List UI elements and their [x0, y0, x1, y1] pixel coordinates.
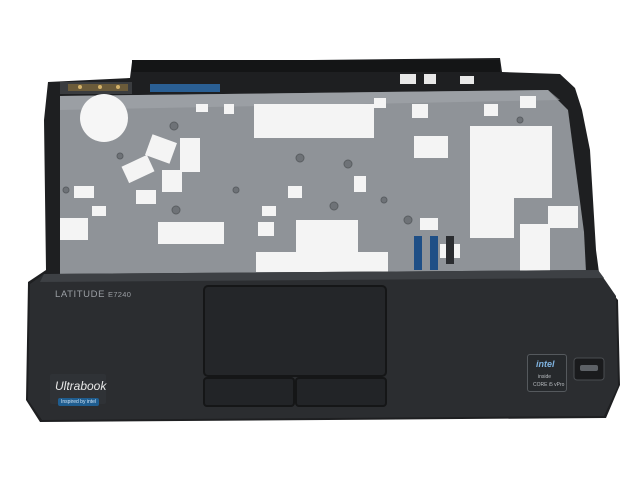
- model-label: E7240: [108, 290, 132, 299]
- top-clip-3: [460, 76, 474, 84]
- ribbon-cable-2: [430, 236, 438, 270]
- ultrabook-label: Ultrabook: [55, 379, 107, 393]
- ribbon-cable-3: [446, 236, 454, 264]
- ultrabook-badge-bg: [50, 374, 106, 404]
- inspired-by-intel-label: Inspired by intel: [58, 398, 100, 406]
- palmrest-edge-highlight: [40, 270, 604, 282]
- touchpad-right-button: [295, 377, 387, 407]
- fingerprint-slot: [580, 365, 598, 371]
- top-clip-2: [424, 74, 436, 84]
- switch-board: [68, 84, 128, 91]
- top-clip-1: [400, 74, 416, 84]
- intel-core-label: CORE i5 vPro: [533, 382, 565, 388]
- foam-pads: [60, 96, 578, 272]
- round-pad: [80, 94, 128, 142]
- switch-contact-1: [78, 85, 82, 89]
- ribbon-cable-top: [150, 84, 220, 92]
- intel-brand-label: intel: [536, 359, 555, 369]
- switch-contact-2: [98, 85, 102, 89]
- ribbon-cable-1: [414, 236, 422, 270]
- intel-inside-label: inside: [538, 374, 552, 380]
- brand-label: LATITUDE: [55, 289, 106, 300]
- touchpad-left-button: [203, 377, 295, 407]
- shield-shading: [60, 90, 560, 110]
- touchpad: [203, 285, 387, 377]
- top-bracket: [132, 60, 500, 72]
- switch-contact-3: [116, 85, 120, 89]
- intel-inside-sticker: [527, 354, 567, 392]
- screw-bosses: [62, 116, 524, 225]
